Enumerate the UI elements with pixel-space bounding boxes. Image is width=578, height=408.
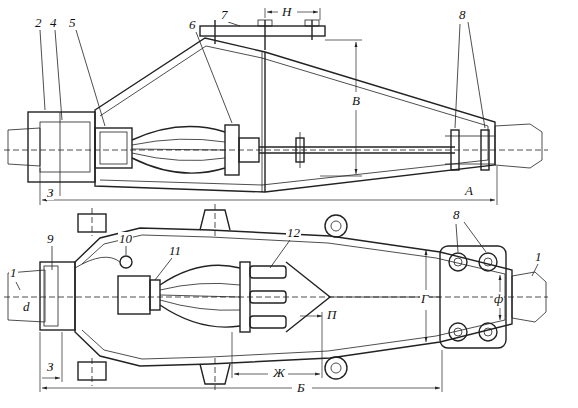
callout-number: 9 [46, 232, 55, 246]
dimension-letter: З [46, 360, 54, 374]
callout-number: 4 [49, 16, 58, 30]
callout-number: 11 [168, 244, 182, 258]
callout-number: 8 [458, 8, 467, 22]
dimension-letter: ф [493, 292, 504, 306]
dimension-letter: d [22, 300, 31, 314]
dimension-letter: Б [296, 381, 306, 395]
dimension-letter: Н [281, 5, 292, 19]
callout-number: 5 [68, 16, 77, 30]
callout-number: 6 [188, 18, 197, 32]
callout-number: 2 [34, 16, 43, 30]
callout-number: 1 [534, 250, 543, 264]
callout-number: 12 [286, 226, 301, 240]
dimension-letter: Г [420, 292, 429, 306]
callout-number: 8 [452, 208, 461, 222]
side-section-view [4, 8, 548, 205]
plan-view [4, 204, 548, 392]
dimension-letter: В [351, 94, 361, 108]
dimension-letter: З [46, 186, 54, 200]
dimension-letter: Ж [272, 366, 286, 380]
callout-number: 10 [118, 232, 133, 246]
dimension-letter: А [464, 184, 474, 198]
callout-number: 1 [9, 266, 18, 280]
callout-number: 7 [220, 8, 229, 22]
dimension-letter: П [326, 308, 337, 322]
